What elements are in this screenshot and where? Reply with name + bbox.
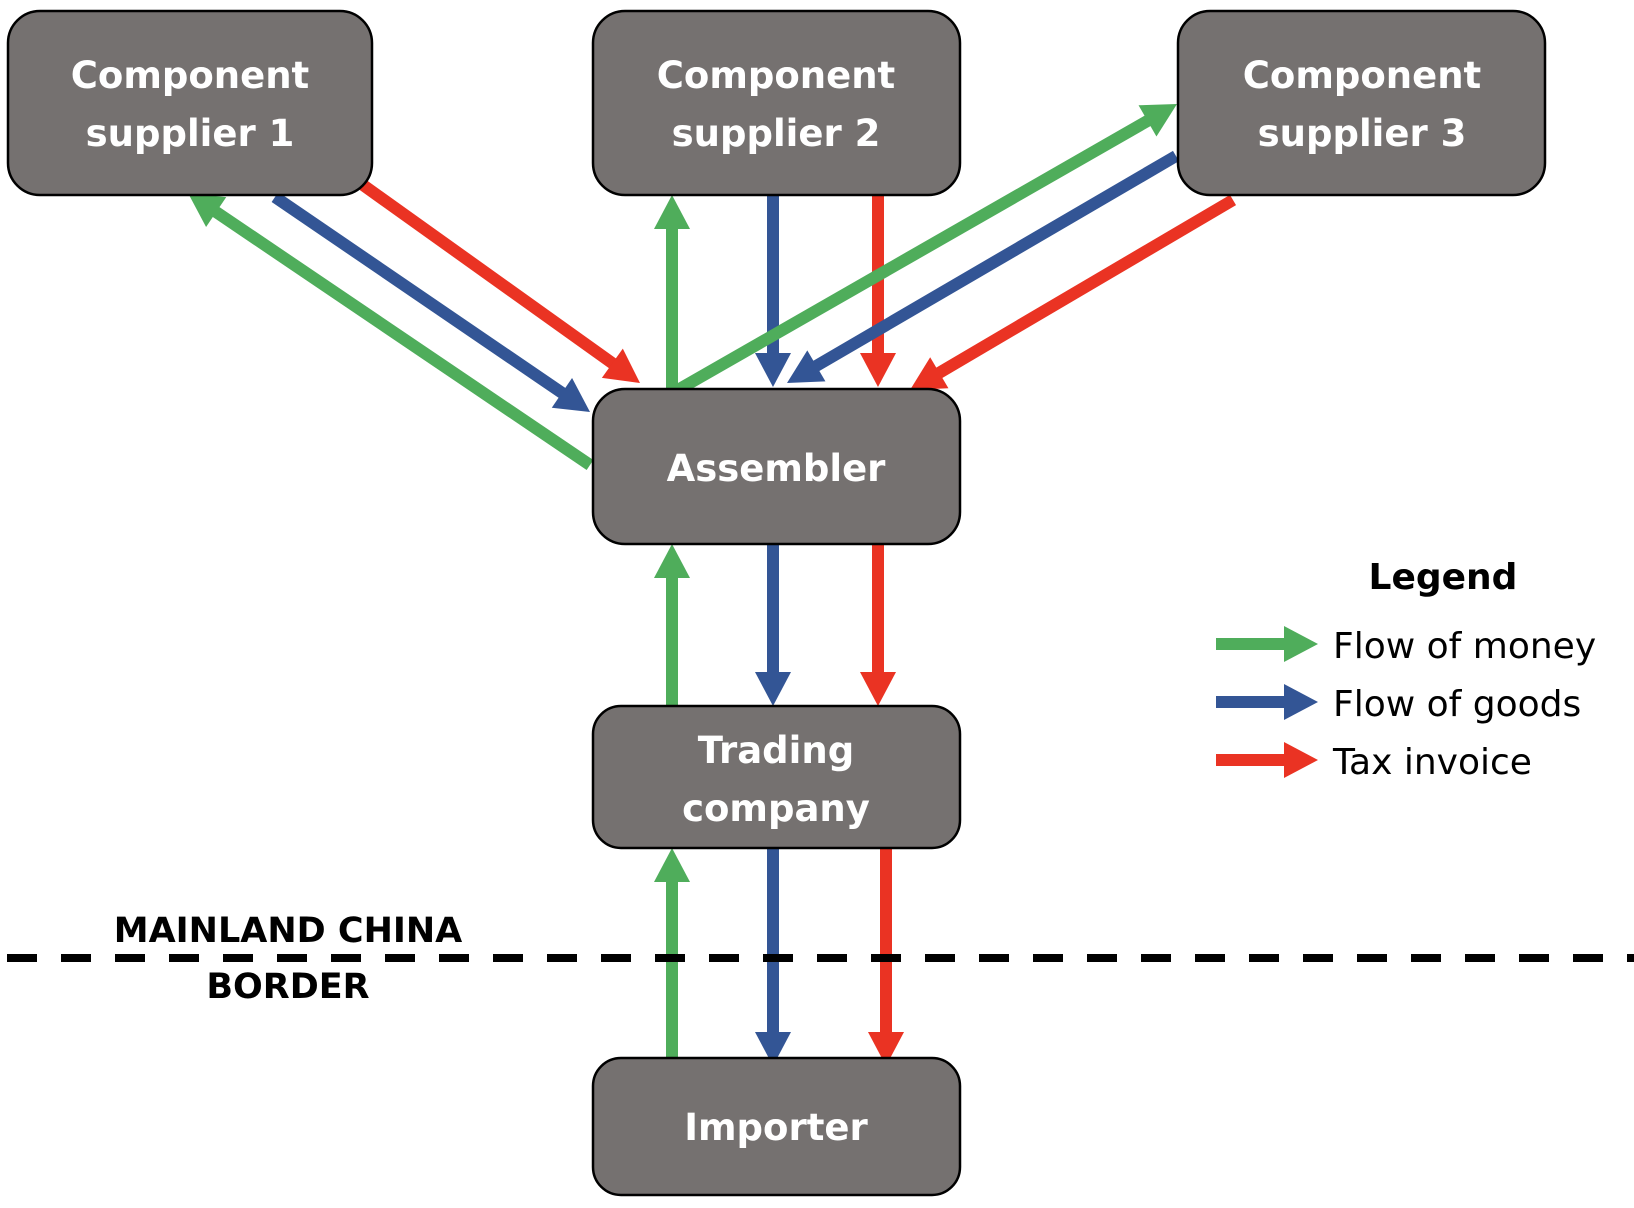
arrow-head xyxy=(654,195,690,229)
node-label-line: Component xyxy=(71,54,310,97)
node-label-line: company xyxy=(682,787,870,830)
legend-label-goods: Flow of goods xyxy=(1333,684,1581,725)
legend-arrow-goods xyxy=(1216,684,1318,720)
arrow-invoice-trading-to-importer xyxy=(868,848,904,1066)
arrow-head xyxy=(1138,104,1177,137)
legend-arrow-money xyxy=(1216,626,1318,662)
legend-label-money: Flow of money xyxy=(1333,626,1596,667)
arrow-shaft xyxy=(673,114,1153,397)
border-label-mainland: MAINLAND CHINA xyxy=(114,911,463,951)
node-label-line: Component xyxy=(1243,54,1482,97)
arrow-shaft xyxy=(271,192,567,399)
arrow-invoice-supplier1-to-assembler xyxy=(359,180,640,383)
legend: Legend Flow of money Flow of goods Tax i… xyxy=(1216,557,1596,783)
arrow-head xyxy=(860,353,896,387)
arrow-head xyxy=(787,350,826,383)
node-label-line: supplier 1 xyxy=(86,112,295,155)
legend-arrow-invoice xyxy=(1216,742,1318,778)
arrow-head xyxy=(860,672,896,706)
legend-label-invoice: Tax invoice xyxy=(1332,742,1532,783)
arrow-head xyxy=(654,848,690,882)
node-label-line: Trading xyxy=(698,729,854,772)
node-box xyxy=(591,9,962,197)
arrow-head xyxy=(601,348,640,383)
arrow-invoice-supplier2-to-assembler xyxy=(860,195,896,387)
node-box xyxy=(1176,9,1547,197)
node-label-line: supplier 2 xyxy=(672,112,881,155)
arrow-goods-supplier2-to-assembler xyxy=(755,195,791,387)
arrow-head xyxy=(1284,742,1318,778)
node-label-line: Importer xyxy=(684,1106,868,1149)
arrow-head xyxy=(551,377,590,412)
arrow-shaft xyxy=(934,194,1237,379)
node-assembler: Assembler xyxy=(591,387,962,546)
arrow-shaft xyxy=(811,150,1180,373)
node-supplier-2: Component supplier 2 xyxy=(591,9,962,197)
arrow-goods-trading-to-importer xyxy=(755,848,791,1066)
arrow-goods-supplier3-to-assembler xyxy=(787,150,1180,383)
node-label-line: Component xyxy=(657,54,896,97)
node-box xyxy=(591,1056,962,1197)
arrow-invoice-supplier3-to-assembler xyxy=(910,194,1237,390)
arrow-head xyxy=(755,353,791,387)
arrow-head xyxy=(1284,626,1318,662)
node-box xyxy=(591,387,962,546)
arrow-head xyxy=(188,193,227,227)
arrow-goods-assembler-to-trading xyxy=(755,544,791,706)
arrow-head xyxy=(654,544,690,578)
node-importer: Importer xyxy=(591,1056,962,1197)
border-label-border: BORDER xyxy=(206,967,369,1007)
legend-title: Legend xyxy=(1369,557,1518,598)
arrow-goods-supplier1-to-assembler xyxy=(271,192,590,412)
arrow-money-importer-to-trading xyxy=(654,848,690,1058)
arrow-money-trading-to-assembler xyxy=(654,544,690,706)
arrow-shaft xyxy=(211,205,594,470)
arrow-head xyxy=(1284,684,1318,720)
node-label-line: Assembler xyxy=(667,447,887,490)
node-supplier-3: Component supplier 3 xyxy=(1176,9,1547,197)
arrow-head xyxy=(868,1032,904,1066)
arrow-shaft xyxy=(359,180,618,370)
arrow-money-assembler-to-supplier3 xyxy=(673,104,1177,397)
arrow-head xyxy=(910,357,949,390)
legend-arrows xyxy=(1216,626,1318,778)
arrow-head xyxy=(755,672,791,706)
flow-arrows xyxy=(188,104,1237,1066)
node-trading-company: Trading company xyxy=(591,704,962,850)
arrow-money-assembler-to-supplier2 xyxy=(654,195,690,389)
node-box xyxy=(591,704,962,850)
arrow-money-assembler-to-supplier1 xyxy=(188,193,594,470)
node-label-line: supplier 3 xyxy=(1258,112,1467,155)
node-box xyxy=(6,9,374,197)
arrow-invoice-assembler-to-trading xyxy=(860,544,896,706)
arrow-head xyxy=(755,1032,791,1066)
node-supplier-1: Component supplier 1 xyxy=(6,9,374,197)
